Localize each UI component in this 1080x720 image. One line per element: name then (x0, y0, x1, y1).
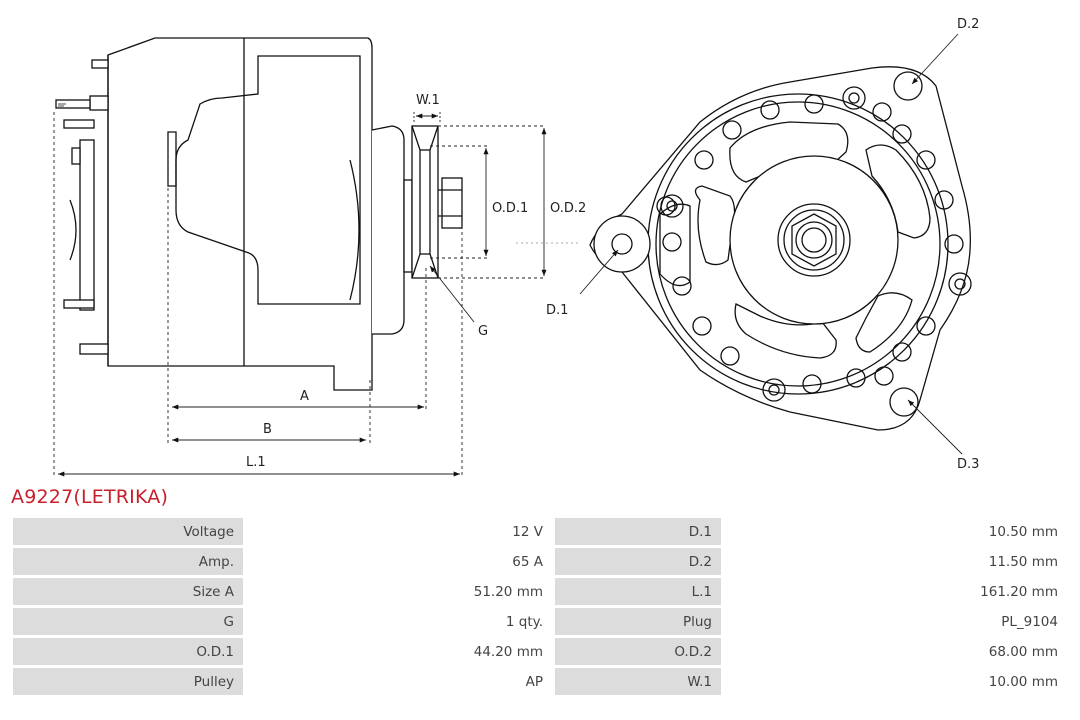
screw-heads (660, 86, 972, 402)
table-row: Size A 51.20 mm L.1 161.20 mm (13, 578, 1067, 605)
mount-hole-d3 (889, 387, 919, 417)
spec-label: D.1 (555, 518, 721, 545)
label-od1: O.D.1 (492, 201, 528, 216)
table-row: Amp. 65 A D.2 11.50 mm (13, 548, 1067, 575)
spec-label: G (13, 608, 243, 635)
label-d2: D.2 (957, 17, 979, 32)
spec-value: AP (246, 668, 552, 695)
alternator-body-outline (107, 37, 373, 391)
mount-hole-d1 (593, 215, 651, 273)
table-row: O.D.1 44.20 mm O.D.2 68.00 mm (13, 638, 1067, 665)
mount-hole-d2 (893, 71, 923, 101)
table-row: Voltage 12 V D.1 10.50 mm (13, 518, 1067, 545)
front-leaders (579, 33, 963, 455)
label-d1: D.1 (546, 303, 568, 318)
dimension-lines (53, 112, 580, 478)
spec-label: Amp. (13, 548, 243, 575)
shaft-nut-hex (791, 213, 837, 267)
body-cooling-window (175, 55, 361, 305)
label-b: B (263, 422, 272, 437)
label-w1: W.1 (416, 93, 440, 108)
pulley-hub (403, 179, 413, 273)
spec-value: 161.20 mm (724, 578, 1067, 605)
leader-g (429, 265, 475, 323)
table-row: G 1 qty. Plug PL_9104 (13, 608, 1067, 635)
spec-label: D.2 (555, 548, 721, 575)
vent-holes (656, 94, 964, 394)
spec-label: W.1 (555, 668, 721, 695)
pulley-groove (411, 125, 439, 279)
spec-label: Pulley (13, 668, 243, 695)
spec-label: L.1 (555, 578, 721, 605)
spec-value: 10.00 mm (724, 668, 1067, 695)
spec-label: O.D.2 (555, 638, 721, 665)
spec-value: 11.50 mm (724, 548, 1067, 575)
front-flange (371, 125, 405, 335)
label-g: G (478, 324, 488, 339)
label-l1: L.1 (246, 455, 266, 470)
spec-label: Voltage (13, 518, 243, 545)
label-a: A (300, 389, 309, 404)
spec-value: 44.20 mm (246, 638, 552, 665)
part-title: A9227(LETRIKA) (11, 486, 169, 508)
front-view (589, 66, 972, 431)
spec-value: PL_9104 (724, 608, 1067, 635)
alternator-technical-drawing: W.1 O.D.1 O.D.2 G A B L.1 D.1 D.2 D.3 (53, 17, 979, 478)
spec-value: 68.00 mm (724, 638, 1067, 665)
spec-value: 51.20 mm (246, 578, 552, 605)
spec-value: 10.50 mm (724, 518, 1067, 545)
shaft-nut (441, 177, 463, 229)
table-row: Pulley AP W.1 10.00 mm (13, 668, 1067, 695)
label-od2: O.D.2 (550, 201, 586, 216)
stator-detail (167, 131, 177, 187)
spec-label: O.D.1 (13, 638, 243, 665)
side-view (55, 37, 463, 391)
spec-label: Plug (555, 608, 721, 635)
spec-table: Voltage 12 V D.1 10.50 mm Amp. 65 A D.2 … (10, 515, 1070, 698)
spec-value: 65 A (246, 548, 552, 575)
label-d3: D.3 (957, 457, 979, 472)
spec-value: 12 V (246, 518, 552, 545)
rear-studs (55, 59, 109, 355)
spec-label: Size A (13, 578, 243, 605)
spec-value: 1 qty. (246, 608, 552, 635)
